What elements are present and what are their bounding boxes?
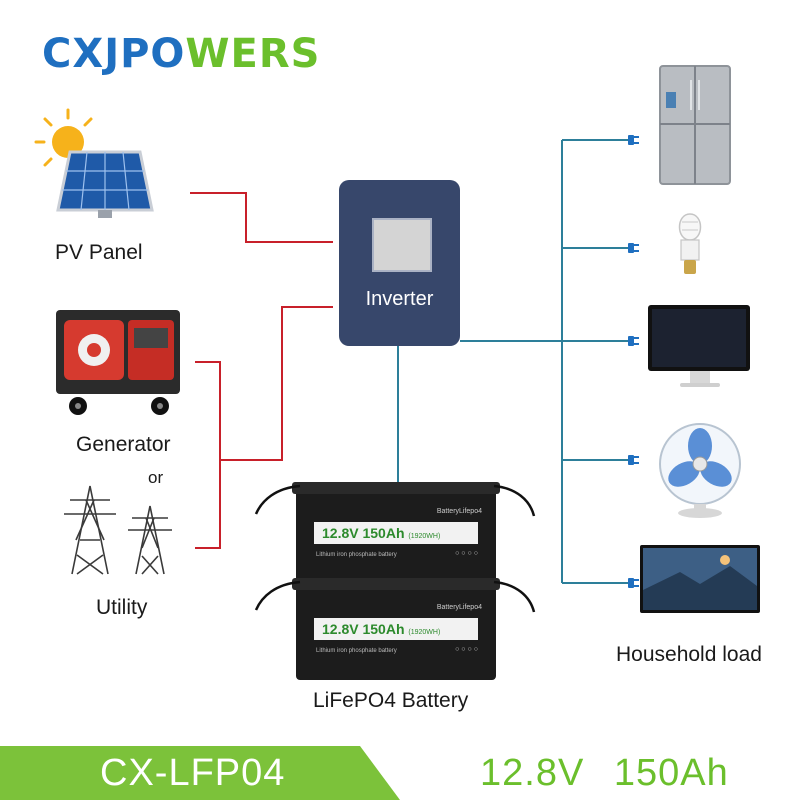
pv-panel-label: PV Panel [55,241,143,264]
battery-spec: 12.8V 150Ah (1920WH) [322,525,440,541]
utility-label: Utility [96,596,148,619]
footer-spec: 12.8V 150Ah [480,752,729,794]
plug-icon [628,455,639,465]
utility-wire [195,460,221,549]
brand-logo: CXJPOWERS [42,34,320,74]
battery-brand: BatteryLifepo4 [436,508,482,515]
light-bulb-icon [678,213,702,274]
plug-icon [628,135,639,145]
inverter-screen [372,218,432,272]
or-label: or [148,468,164,487]
certification-icons: ○○○○ [455,550,480,557]
battery-chemistry: Lithium iron phosphate battery [316,552,397,558]
battery-unit-top: BatteryLifepo4 12.8V 150Ah (1920WH) Lith… [292,482,500,584]
plug-icons [628,135,639,588]
battery-cap [292,482,500,494]
pv-wire [190,192,333,243]
output-wires [397,139,628,584]
battery-spec-text: 12.8V 150Ah [322,621,405,637]
battery-spec: 12.8V 150Ah (1920WH) [322,621,440,637]
footer-left [0,746,400,800]
solar-panel-icon [56,150,154,218]
battery-wh: (1920WH) [408,629,441,636]
generator-icon [56,310,180,415]
battery-chemistry: Lithium iron phosphate battery [316,648,397,654]
brand-logo-part-2: WERS [185,31,321,77]
certification-icons: ○○○○ [455,646,480,653]
inverter-label: Inverter [365,288,434,310]
generator-label: Generator [76,433,171,456]
battery-plate: 12.8V 150Ah (1920WH) [314,618,478,640]
refrigerator-icon [659,65,731,185]
brand-logo-part-1: CXJPO [42,31,186,77]
inverter-box: Inverter [339,180,460,346]
model-number: CX-LFP04 [100,752,286,794]
battery-label: LiFePO4 Battery [313,689,469,712]
plug-icon [628,578,639,588]
tv-icon [640,545,760,613]
household-load-label: Household load [616,643,762,666]
battery-cap [292,578,500,590]
battery-brand: BatteryLifepo4 [436,604,482,611]
battery-unit-bottom: BatteryLifepo4 12.8V 150Ah (1920WH) Lith… [292,578,500,680]
monitor-icon [648,305,750,387]
generator-wire [195,306,333,461]
footer-right [360,746,800,800]
battery-plate: 12.8V 150Ah (1920WH) [314,522,478,544]
battery-spec-text: 12.8V 150Ah [322,525,405,541]
battery-wh: (1920WH) [408,533,441,540]
power-tower-icon [64,485,116,575]
input-wires [190,192,333,549]
plug-icon [628,243,639,253]
sun-icon [34,108,93,167]
footer-banner: CX-LFP04 12.8V 150Ah [0,746,800,800]
plug-icon [628,336,639,346]
power-tower-icon [128,505,172,575]
fan-icon [659,423,741,518]
